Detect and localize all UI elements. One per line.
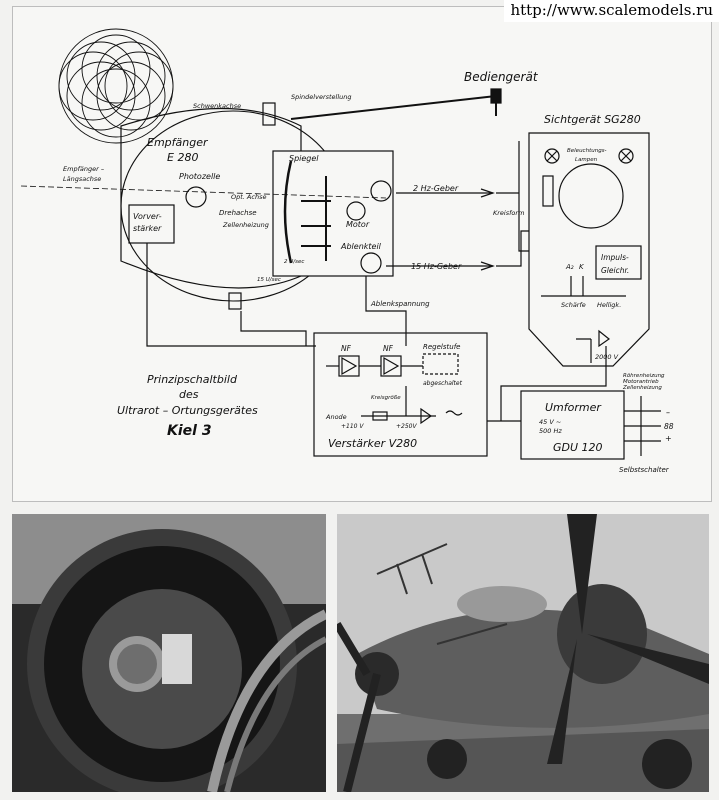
label-drehachse: Drehachse — [219, 209, 257, 217]
label-empfaenger-laengsachse-1: Empfänger – — [63, 165, 104, 173]
scan-pattern-globe — [58, 28, 174, 144]
label-nf-2: NF — [383, 344, 394, 353]
label-15hz-geber: 15 Hz-Geber — [411, 262, 462, 271]
photo-infrared-receiver — [12, 514, 326, 792]
label-zellenheizung-2: Zellenheizung — [622, 385, 662, 391]
label-2hz-geber: 2 Hz-Geber — [413, 184, 459, 193]
label-spiegel: Spiegel — [289, 154, 319, 163]
label-helligk: Helligk. — [597, 301, 621, 309]
title-kiel-3: Kiel 3 — [167, 423, 212, 439]
watermark-url: http://www.scalemodels.ru — [504, 0, 719, 22]
label-selbstschalter: Selbstschalter — [619, 466, 670, 474]
label-gdu: GDU 120 — [553, 441, 603, 454]
label-kreisform: Kreisform — [493, 209, 524, 217]
title-line-3: Ultrarot – Ortungsgerätes — [117, 404, 258, 417]
label-45v: 45 V ~ — [539, 418, 561, 426]
label-minus: – — [666, 408, 670, 417]
photo-aircraft — [337, 514, 709, 792]
label-a2: A₂ — [565, 263, 574, 271]
label-spindelverstellung: Spindelverstellung — [291, 93, 352, 101]
receiver-photo-graphic — [12, 514, 326, 792]
schematic-diagram: Bediengerät Spindelverstellung Schwenkac… — [20, 28, 674, 474]
label-vorverstaerker-2: stärker — [133, 224, 162, 233]
label-zellenheizung: Zellenheizung — [222, 221, 269, 229]
label-15usec: 15 U/sec — [257, 277, 281, 283]
sight-unit-housing — [528, 132, 650, 367]
label-sichtgeraet: Sichtgerät SG280 — [544, 113, 641, 126]
crt-screen — [558, 163, 624, 229]
label-lampen: Lampen — [575, 157, 598, 163]
label-impuls: Impuls- — [601, 253, 629, 262]
label-110v: +110 V — [341, 423, 364, 430]
label-kreisgroesse: Kreisgröße — [371, 395, 401, 401]
label-beleuchtungs: Beleuchtungs- — [567, 148, 607, 154]
label-vorverstaerker-1: Vorver- — [133, 212, 162, 221]
label-schaerfe: Schärfe — [561, 301, 586, 309]
label-anode: Anode — [325, 413, 347, 421]
label-schwenkachse: Schwenkachse — [193, 102, 241, 110]
label-k: K — [579, 263, 585, 271]
aircraft-photo-graphic — [337, 514, 709, 792]
label-plus: + — [665, 434, 672, 443]
label-500hz: 500 Hz — [539, 427, 562, 435]
label-opt-achse: Opt. Achse — [231, 193, 266, 201]
title-line-2: des — [179, 388, 199, 401]
label-umformer: Umformer — [545, 401, 602, 414]
label-motor: Motor — [346, 220, 370, 229]
preamp-box — [128, 204, 175, 244]
label-ablenkspannung: Ablenkspannung — [370, 300, 430, 308]
pulse-rectifier-box — [595, 245, 642, 280]
title-line-1: Prinzipschaltbild — [147, 373, 238, 386]
schematic-sheet: Bediengerät Spindelverstellung Schwenkac… — [12, 6, 712, 502]
label-motorantrieb: Motorantrieb — [623, 379, 659, 385]
label-2usec: 2 U/sec — [284, 259, 304, 265]
label-regelstufe: Regelstufe — [423, 343, 460, 351]
label-photozelle: Photozelle — [179, 172, 220, 181]
label-88: 88 — [664, 422, 674, 431]
label-gleichr: Gleichr. — [601, 266, 629, 275]
label-verstaerker: Verstärker V280 — [328, 437, 417, 450]
deflection-unit-box — [272, 150, 394, 277]
label-bediengeraet: Bediengerät — [464, 70, 539, 84]
label-250v: +250V — [396, 423, 417, 430]
label-abgeschaltet: abgeschaltet — [423, 380, 463, 387]
label-2000v: 2000 V — [595, 353, 619, 361]
label-ablenkteil: Ablenkteil — [340, 242, 382, 251]
label-empfaenger: Empfänger — [147, 136, 209, 149]
amplifier-box — [313, 332, 488, 457]
label-e280: E 280 — [167, 151, 198, 164]
label-empfaenger-laengsachse-2: Längsachse — [63, 175, 101, 183]
label-roehrenheizung: Röhrenheizung — [623, 373, 665, 379]
converter-box — [520, 390, 625, 460]
label-nf-1: NF — [341, 344, 352, 353]
